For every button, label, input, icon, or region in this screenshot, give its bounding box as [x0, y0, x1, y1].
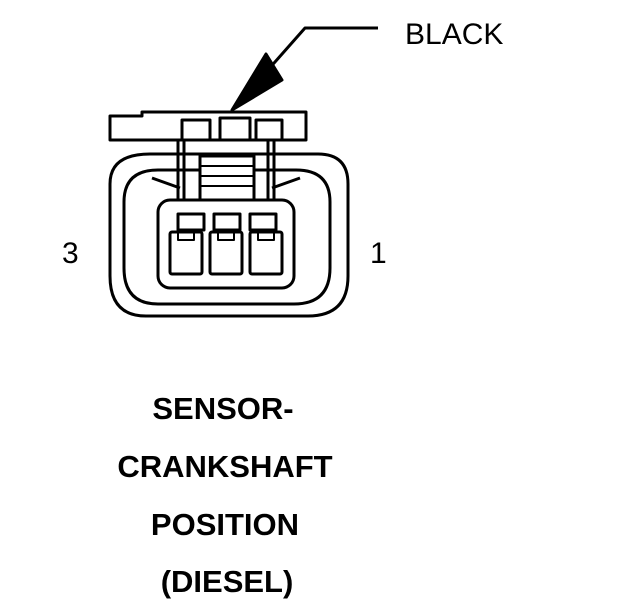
- locking-tab: [108, 110, 308, 202]
- terminal-cavities: [168, 230, 284, 276]
- callout-label: BLACK: [405, 18, 503, 51]
- pin-label-left: 3: [62, 237, 79, 270]
- callout-leader: [230, 26, 378, 112]
- cavity-2: [208, 230, 244, 276]
- title-line-3: POSITION: [151, 507, 299, 542]
- pin-label-right: 1: [370, 237, 387, 270]
- cavity-3: [168, 230, 204, 276]
- diagram-title: SENSOR- CRANKSHAFT POSITION (DIESEL): [117, 391, 332, 599]
- title-line-2: CRANKSHAFT: [117, 449, 332, 484]
- title-line-1: SENSOR-: [152, 391, 293, 426]
- cavity-1: [248, 230, 284, 276]
- connector-body: [108, 152, 350, 318]
- title-line-4: (DIESEL): [161, 564, 294, 599]
